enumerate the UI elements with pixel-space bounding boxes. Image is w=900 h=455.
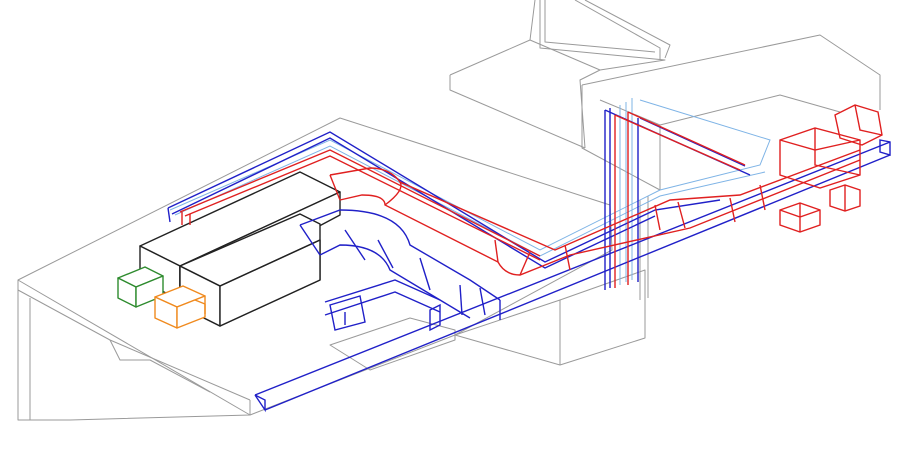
orange-unit bbox=[154, 285, 206, 329]
supply-joint-1 bbox=[494, 239, 499, 263]
return-trunk-right-end bbox=[879, 139, 891, 156]
green-unit bbox=[117, 266, 164, 308]
supply-pipe-2 bbox=[184, 155, 541, 261]
return-duct-run bbox=[254, 139, 891, 413]
return-trunk-bottom bbox=[264, 154, 891, 411]
return-elbow-face-3 bbox=[377, 239, 394, 269]
tall-tower-edge-3 bbox=[584, 0, 671, 59]
supply-trunk-end-line bbox=[854, 104, 883, 136]
supply-joint-7 bbox=[759, 184, 766, 211]
right-lower-block bbox=[454, 299, 561, 366]
return-elbow-outer bbox=[299, 209, 501, 301]
supply-drop-1-line bbox=[779, 203, 821, 232]
supply-duct-run bbox=[329, 149, 861, 276]
supply-riser-top bbox=[614, 111, 746, 171]
supply-pipe-1 bbox=[179, 149, 541, 257]
building-shell bbox=[17, 0, 881, 421]
supply-trunk-right bbox=[779, 104, 883, 189]
supply-pipe-drop bbox=[181, 212, 191, 225]
upper-wall-top bbox=[449, 0, 536, 76]
tall-tower-edge-2 bbox=[574, 0, 661, 60]
supply-top-edge bbox=[329, 149, 861, 251]
right-upper-room-top bbox=[581, 34, 881, 110]
return-upper-1 bbox=[167, 131, 721, 263]
return-upper-drop bbox=[167, 207, 171, 223]
return-branch-bottom-edge bbox=[324, 291, 441, 316]
supply-pipe-pair bbox=[179, 149, 541, 261]
upper-wall-step bbox=[529, 39, 601, 149]
supply-joint-4 bbox=[654, 204, 661, 231]
supply-trunk-box-line bbox=[779, 128, 861, 176]
return-branch-drop bbox=[429, 303, 441, 332]
light-pipe-1 bbox=[169, 99, 771, 251]
upper-wall-ledge bbox=[449, 75, 586, 149]
tall-tower-edge bbox=[544, 0, 656, 53]
return-branch-box bbox=[329, 295, 366, 331]
tall-tower-face bbox=[539, 0, 666, 71]
supply-riser bbox=[614, 111, 746, 288]
supply-joint-5 bbox=[677, 201, 686, 229]
right-upper-room-inner bbox=[659, 94, 841, 126]
return-elbow-face-2 bbox=[344, 229, 366, 261]
return-elbow-face-4 bbox=[419, 257, 431, 291]
supply-joint-3 bbox=[564, 244, 571, 271]
supply-joint-2 bbox=[519, 251, 531, 276]
floor-slab-support bbox=[109, 339, 211, 393]
return-elbow-face-5 bbox=[459, 284, 463, 316]
supply-bottom-edge bbox=[339, 159, 861, 276]
return-branch-bottom bbox=[324, 279, 441, 332]
orange-unit-fin bbox=[194, 299, 206, 314]
return-elbow-face-6 bbox=[479, 287, 486, 316]
ahu-right-top-line bbox=[179, 239, 321, 287]
return-upper-line bbox=[167, 131, 721, 269]
return-elbow-face-1 bbox=[299, 224, 321, 256]
supply-start-face bbox=[329, 174, 341, 201]
right-upper-room-floor bbox=[581, 85, 661, 191]
return-branch-top bbox=[324, 279, 441, 303]
return-duct-elbow bbox=[299, 209, 501, 320]
right-lower-wall bbox=[559, 269, 646, 366]
return-elbow-inner bbox=[319, 244, 471, 319]
supply-joint-6 bbox=[729, 197, 736, 223]
return-trunk-top bbox=[254, 141, 891, 396]
return-trunk-end bbox=[254, 394, 266, 413]
supply-drop-boxes bbox=[779, 184, 861, 233]
return-upper-2 bbox=[171, 137, 656, 269]
supply-elbow-inner bbox=[384, 181, 402, 206]
